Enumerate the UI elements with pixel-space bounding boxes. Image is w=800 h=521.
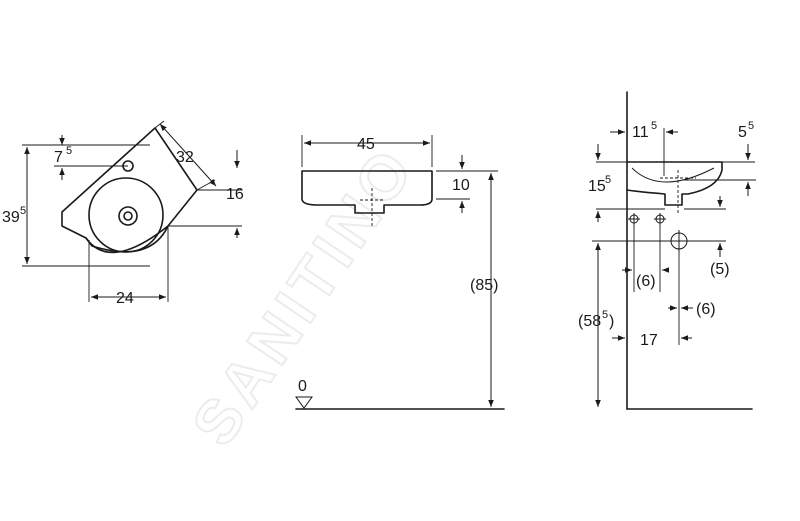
supply-offset-c-label: (6) xyxy=(696,301,716,318)
waste-height-sup: 5 xyxy=(602,309,608,321)
front-view: 45 10 (85) 0 xyxy=(295,135,505,410)
tap-offset-sup: 5 xyxy=(66,145,72,157)
body-height-label: 15 xyxy=(588,178,606,195)
rim-depth-label: 5 xyxy=(738,124,747,141)
rim-height-label: 10 xyxy=(452,177,470,194)
depth-total-sup: 5 xyxy=(20,205,26,217)
supply-offset-b-label: (5) xyxy=(710,261,730,278)
width-label: 45 xyxy=(357,136,375,153)
rim-depth-sup: 5 xyxy=(748,120,754,132)
depth-total-label: 39 xyxy=(2,209,20,226)
side-length-label: 32 xyxy=(176,149,194,166)
tap-depth-sup: 5 xyxy=(651,120,657,132)
tap-offset-label: 7 xyxy=(54,149,63,166)
supply-offset-a-label: (6) xyxy=(636,273,656,290)
waste-height-label: (58 xyxy=(578,313,601,330)
body-height-sup: 5 xyxy=(605,174,611,186)
floor-level-marker xyxy=(295,396,313,409)
supply-symbol-right xyxy=(654,213,666,225)
basin-plan-outline xyxy=(61,127,198,253)
supply-symbol-left xyxy=(628,213,640,225)
side-view: 11 5 5 5 15 5 (5) (58 5 ) (6) xyxy=(578,91,756,410)
drain-outer-circle xyxy=(118,206,138,226)
mount-height-label: (85) xyxy=(470,277,498,294)
drain-inner-circle xyxy=(123,211,133,221)
bowl-circle xyxy=(88,177,164,253)
basin-side-profile xyxy=(626,161,723,206)
bowl-width-label: 24 xyxy=(116,290,134,307)
floor-level-label: 0 xyxy=(298,378,307,395)
top-view: 39 5 7 5 32 16 24 xyxy=(2,120,244,307)
drain-offset-label: 17 xyxy=(640,332,658,349)
tap-depth-label: 11 xyxy=(632,124,649,141)
waste-symbol xyxy=(668,230,690,252)
side-depth-label: 16 xyxy=(226,186,244,203)
basin-front-body xyxy=(301,170,433,214)
waste-height-close: ) xyxy=(609,313,614,330)
